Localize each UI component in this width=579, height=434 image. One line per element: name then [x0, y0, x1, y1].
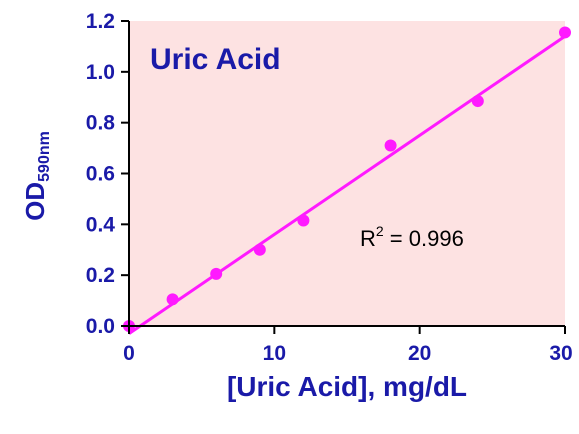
data-point [166, 293, 179, 306]
fit-line-layer [128, 35, 566, 335]
y-tick-label: 0.2 [86, 264, 115, 287]
y-tick-label: 1.2 [86, 10, 115, 33]
y-tick-label: 1.0 [86, 61, 115, 84]
r-squared-superscript: 2 [376, 223, 384, 239]
x-tick-label: 0 [123, 342, 135, 365]
x-tick-label: 30 [549, 342, 572, 365]
x-axis-label: [Uric Acid], mg/dL [227, 371, 467, 402]
y-axis-label-subscript: 590nm [36, 131, 53, 182]
data-point [559, 26, 571, 39]
data-point [253, 243, 266, 256]
data-points-layer [123, 26, 571, 332]
y-ticks-layer: 0.0 0.2 0.4 0.6 0.8 1.0 1.2 [86, 10, 129, 338]
data-point [384, 139, 397, 152]
r-squared-base: R [360, 226, 376, 251]
x-tick-label: 20 [408, 342, 431, 365]
x-tick-label: 10 [263, 342, 286, 365]
x-ticks-layer: 0 10 20 30 [123, 326, 573, 365]
data-point [210, 267, 223, 280]
linear-fit-line [128, 35, 566, 335]
r-squared-value: = 0.996 [384, 226, 464, 251]
chart-title: Uric Acid [150, 43, 281, 76]
y-axis-label: OD590nm [20, 131, 53, 221]
data-point [471, 95, 484, 108]
data-point [297, 214, 310, 227]
y-tick-label: 0.4 [86, 213, 116, 236]
plot-area-background [129, 21, 565, 326]
y-tick-label: 0.8 [86, 112, 116, 135]
r-squared-annotation: R2 = 0.996 [360, 223, 464, 251]
y-axis-label-main: OD [20, 182, 50, 221]
y-tick-label: 0.6 [86, 163, 115, 186]
y-tick-label: 0.0 [86, 315, 115, 338]
